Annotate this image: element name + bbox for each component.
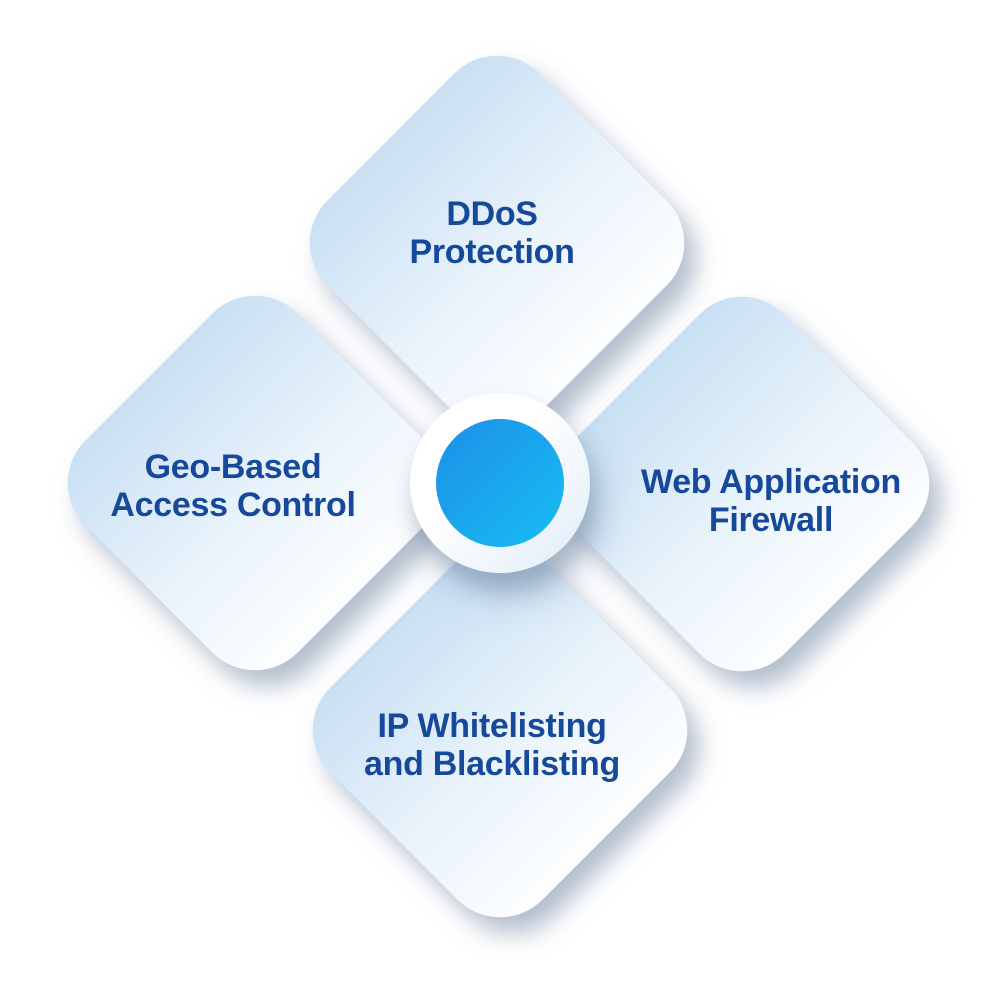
diagram-node-web-application-firewall: Web Application Firewall	[529, 271, 955, 697]
label-line-2: Firewall	[708, 501, 834, 539]
label-line-2: Protection	[409, 233, 575, 271]
node-label-ip-whitelisting: IP Whitelisting and Blacklisting	[364, 707, 620, 783]
label-line-1: DDoS	[446, 195, 538, 233]
label-line-1: Geo-Based	[144, 448, 322, 486]
center-hub-circle	[410, 393, 590, 573]
label-line-1: Web Application	[641, 463, 901, 501]
label-line-1: IP Whitelisting	[377, 707, 607, 745]
hub-core-blue-circle-icon	[436, 419, 564, 547]
diagram-node-ip-whitelisting: IP Whitelisting and Blacklisting	[287, 517, 713, 943]
node-label-web-application-firewall: Web Application Firewall	[641, 463, 901, 539]
label-line-2: Access Control	[110, 486, 356, 524]
node-label-ddos-protection: DDoS Protection	[409, 195, 574, 271]
diagram-node-ddos-protection: DDoS Protection	[284, 30, 710, 456]
node-label-geo-based-access-control: Geo-Based Access Control	[110, 448, 356, 524]
label-line-2: and Blacklisting	[364, 745, 620, 783]
diagram-node-geo-based-access-control: Geo-Based Access Control	[42, 270, 468, 696]
